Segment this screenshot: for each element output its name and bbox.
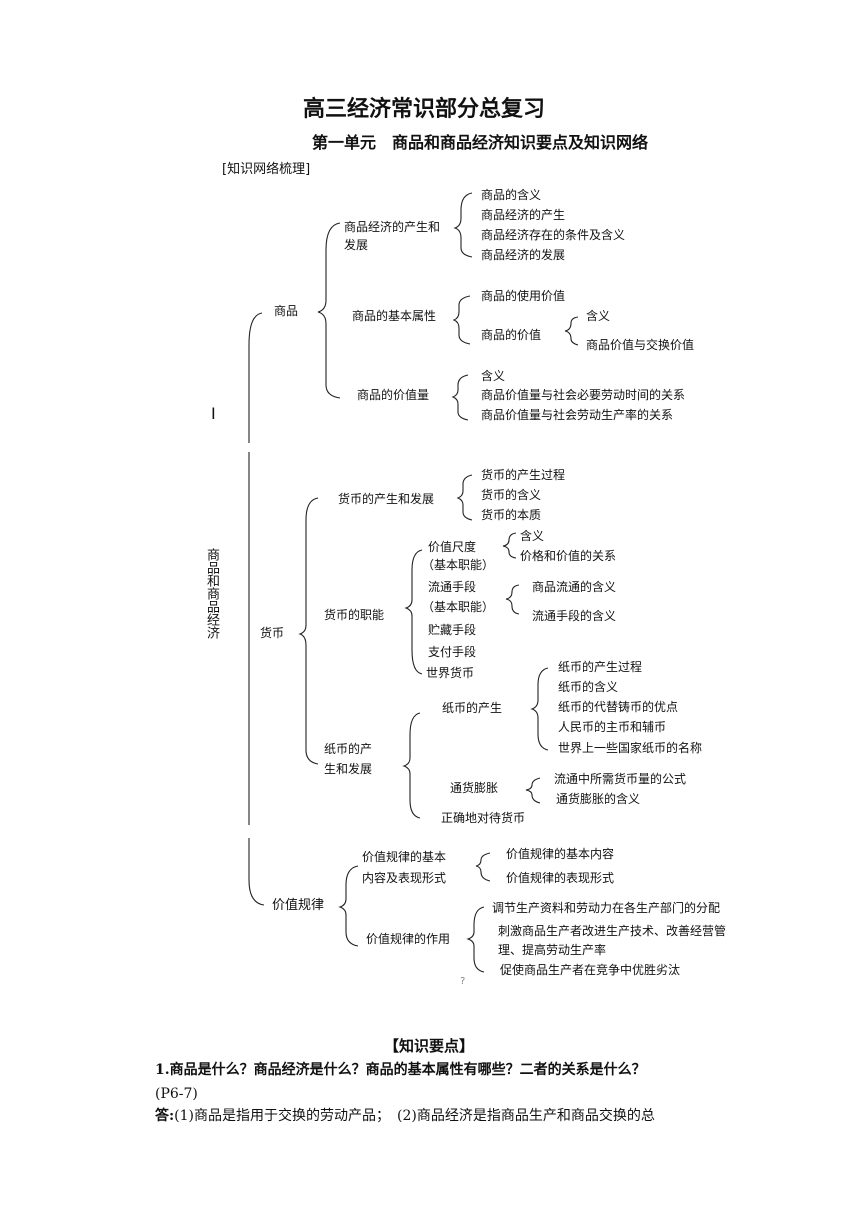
brace-value-amount — [451, 374, 469, 421]
node-law-content-l2: 内容及表现形式 — [362, 871, 447, 885]
leaf-value-0: 含义 — [586, 309, 611, 323]
leaf-value-amount-1: 商品价值量与社会必要劳动时间的关系 — [481, 388, 686, 402]
tree-section-label: [知识网络梳理] — [222, 162, 311, 177]
leaf-paper-origin-3: 人民币的主币和辅币 — [558, 720, 667, 734]
leaf-inflation-0: 流通中所需货币量的公式 — [554, 772, 687, 786]
leaf-paper-origin-1: 纸币的含义 — [558, 680, 619, 694]
leaf-measure-1: 价格和价值的关系 — [520, 549, 617, 563]
leaf-inflation-1: 通货膨胀的含义 — [556, 792, 641, 806]
node-production-l1: 商品经济的产生和 — [344, 220, 441, 234]
brace-measure — [502, 532, 517, 559]
brace-law — [338, 865, 359, 947]
leaf-law-content-0: 价值规律的基本内容 — [506, 847, 615, 861]
node-hoarding: 贮藏手段 — [428, 623, 477, 637]
leaf-law-content-1: 价值规律的表现形式 — [506, 871, 615, 885]
unit-subtitle: 第一单元 商品和商品经济知识要点及知识网络 — [312, 133, 649, 152]
node-attributes: 商品的基本属性 — [352, 309, 437, 323]
leaf-production-0: 商品的含义 — [481, 188, 542, 202]
brace-root-upper — [248, 312, 263, 443]
answer-text: (1)商品是指用于交换的劳动产品； (2)商品经济是指商品生产和商品交换的总 — [174, 1108, 655, 1124]
leaf-money-origin-1: 货币的含义 — [481, 488, 542, 502]
brace-paper — [402, 712, 421, 819]
question-1-page-ref: (P6-7) — [155, 1086, 198, 1102]
node-treat-money: 正确地对待货币 — [441, 811, 526, 825]
answer-prefix: 答: — [155, 1108, 175, 1124]
brace-commodity — [317, 222, 341, 399]
node-paper-l1: 纸币的产 — [324, 742, 373, 756]
node-payment: 支付手段 — [428, 645, 477, 659]
leaf-money-origin-0: 货币的产生过程 — [481, 468, 566, 482]
leaf-law-role-1: 刺激商品生产者改进生产技术、改善经营管 — [498, 924, 727, 938]
leaf-law-role-3: 促使商品生产者在竞争中优胜劣汰 — [500, 963, 681, 977]
mind-map-braces — [248, 192, 579, 973]
node-functions: 货币的职能 — [324, 608, 385, 622]
node-circulation: 流通手段 — [428, 580, 477, 594]
node-inflation: 通货膨胀 — [450, 781, 499, 795]
leaf-use-value: 商品的使用价值 — [481, 289, 566, 303]
leaf-circulation-0: 商品流通的含义 — [532, 580, 617, 594]
brace-money — [298, 497, 319, 765]
question-1: 1.商品是什么？商品经济是什么？商品的基本属性有哪些？二者的关系是什么？ — [155, 1062, 646, 1078]
brace-attributes — [452, 295, 471, 345]
node-measure: 价值尺度 — [428, 540, 477, 554]
leaf-law-role-0: 调节生产资料和劳动力在各生产部门的分配 — [492, 901, 721, 915]
node-value: 商品的价值 — [481, 328, 542, 342]
node-law-content-l1: 价值规律的基本 — [362, 850, 447, 864]
node-paper-origin: 纸币的产生 — [442, 701, 503, 715]
node-law: 价值规律 — [272, 898, 325, 913]
leaf-production-1: 商品经济的产生 — [481, 208, 566, 222]
leaf-paper-origin-2: 纸币的代替铸币的优点 — [558, 700, 679, 714]
leaf-value-amount-0: 含义 — [481, 369, 506, 383]
brace-law-role — [466, 906, 485, 973]
leaf-value-1: 商品价值与交换价值 — [586, 338, 695, 352]
brace-money-origin — [456, 474, 473, 521]
node-production-l2: 发展 — [344, 238, 369, 252]
node-commodity: 商品 — [274, 304, 299, 318]
leaf-money-origin-2: 货币的本质 — [481, 508, 542, 522]
key-points-heading: 【知识要点】 — [384, 1037, 475, 1055]
brace-production — [453, 192, 473, 258]
leaf-law-role-2: 理、提高劳动生产率 — [498, 943, 607, 957]
brace-circulation — [505, 584, 520, 615]
brace-value — [564, 316, 579, 346]
stray-mark-2: ? — [460, 976, 466, 987]
leaf-production-3: 商品经济的发展 — [481, 248, 566, 262]
leaf-measure-0: 含义 — [520, 529, 545, 543]
leaf-value-amount-2: 商品价值量与社会劳动生产率的关系 — [481, 408, 674, 422]
brace-functions — [404, 549, 423, 675]
brace-inflation — [525, 777, 541, 804]
brace-root-lower — [248, 838, 265, 906]
node-law-role: 价值规律的作用 — [366, 932, 451, 946]
answer-1: 答:(1)商品是指用于交换的劳动产品； (2)商品经济是指商品生产和商品交换的总 — [155, 1106, 655, 1126]
leaf-production-2: 商品经济存在的条件及含义 — [481, 228, 626, 242]
root-node: 商品和商品经济 — [204, 548, 219, 639]
leaf-paper-origin-0: 纸币的产生过程 — [558, 660, 643, 674]
leaf-paper-origin-4: 世界上一些国家纸币的名称 — [558, 741, 703, 755]
node-paper-l2: 生和发展 — [324, 762, 373, 776]
node-basic-2: （基本职能） — [422, 600, 495, 614]
stray-mark: I — [211, 404, 216, 423]
node-basic-1: （基本职能） — [422, 558, 495, 572]
node-value-amount: 商品的价值量 — [357, 388, 430, 402]
page-title: 高三经济常识部分总复习 — [303, 97, 546, 122]
leaf-circulation-1: 流通手段的含义 — [532, 609, 617, 623]
node-money: 货币 — [260, 626, 285, 640]
node-money-origin: 货币的产生和发展 — [338, 492, 435, 506]
brace-paper-origin — [530, 667, 549, 751]
brace-law-content — [475, 852, 491, 882]
node-world-money: 世界货币 — [426, 666, 475, 680]
